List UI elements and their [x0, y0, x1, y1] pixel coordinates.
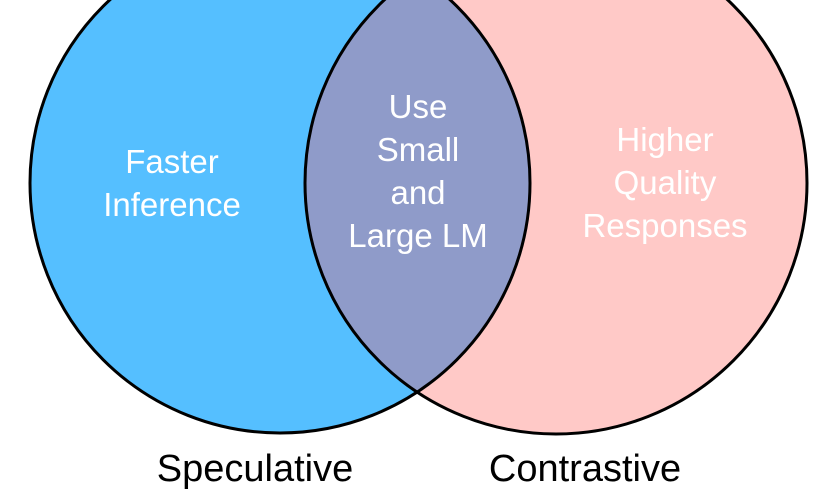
- overlap-label-line: Large LM: [348, 217, 488, 254]
- right-label-line: Responses: [582, 207, 748, 244]
- left-label-line: Inference: [103, 186, 241, 223]
- right-set-label: Higher Quality Responses: [582, 118, 747, 247]
- right-circle-outline: [303, 0, 809, 436]
- overlap-label: Use Small and Large LM: [348, 85, 487, 257]
- overlap-region: [305, 0, 530, 433]
- overlap-label-line: Small: [376, 131, 460, 168]
- right-label-line: Higher: [616, 121, 714, 158]
- left-set-caption: Speculative: [156, 448, 354, 490]
- right-set-caption: Contrastive: [488, 448, 682, 490]
- left-label-line: Faster: [125, 143, 219, 180]
- overlap-label-line: and: [390, 174, 446, 211]
- overlap-label-line: Use: [388, 88, 448, 125]
- venn-diagram: [28, 0, 809, 436]
- left-set-label: Faster Inference: [103, 140, 241, 226]
- left-circle-outline: [28, 0, 532, 435]
- right-label-line: Quality: [613, 164, 717, 201]
